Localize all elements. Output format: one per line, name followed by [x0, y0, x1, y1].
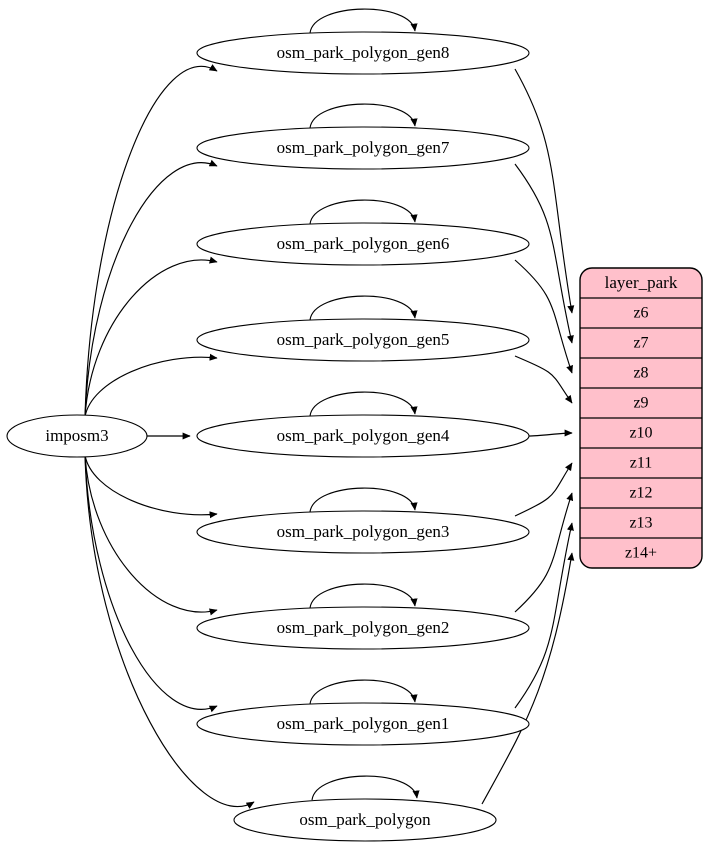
node-osm_park_polygon_gen8[interactable]	[196, 31, 530, 75]
self-loop-edge-osm_park_polygon_gen2	[309, 583, 418, 609]
edge-imposm3-to-osm_park_polygon_gen7	[84, 159, 218, 418]
edges-to-layer-table-group	[481, 68, 575, 805]
node-label-osm_park_polygon_gen4: osm_park_polygon_gen4	[277, 426, 450, 445]
edge-osm_park_polygon_gen8-to-z6	[514, 68, 575, 314]
edge-osm_park_polygon_gen3-to-z11	[514, 462, 573, 517]
node-osm_park_polygon_gen7[interactable]	[196, 126, 530, 170]
self-loop-edge-osm_park_polygon_gen4	[309, 391, 418, 417]
edge-osm_park_polygon_gen7-to-z7	[514, 163, 574, 344]
node-label-osm_park_polygon: osm_park_polygon	[299, 810, 431, 829]
layer-table-row-z13[interactable]: z13	[629, 515, 652, 532]
node-label-osm_park_polygon_gen6: osm_park_polygon_gen6	[277, 234, 450, 253]
layer-table-title: layer_park	[605, 273, 678, 292]
layer-table-row-z9[interactable]: z9	[633, 395, 648, 412]
node-osm_park_polygon_gen5[interactable]	[196, 318, 530, 362]
edge-imposm3-to-osm_park_polygon_gen1	[84, 454, 218, 713]
node-label-imposm3: imposm3	[45, 426, 108, 445]
node-label-osm_park_polygon_gen5: osm_park_polygon_gen5	[277, 330, 450, 349]
layer-table-row-z12[interactable]: z12	[629, 485, 652, 502]
node-osm_park_polygon_gen1[interactable]	[196, 702, 530, 746]
self-loop-edge-osm_park_polygon_gen3	[309, 487, 418, 513]
layer-table-row-z8[interactable]: z8	[633, 365, 648, 382]
layer-table-row-z10[interactable]: z10	[629, 425, 652, 442]
self-loop-edge-osm_park_polygon_gen7	[309, 103, 418, 129]
edge-imposm3-to-osm_park_polygon_gen6	[84, 256, 218, 418]
self-loop-edge-osm_park_polygon_gen8	[309, 8, 418, 34]
layer-table-row-z11[interactable]: z11	[630, 455, 653, 472]
node-osm_park_polygon_gen3[interactable]	[196, 510, 530, 554]
edge-osm_park_polygon_gen1-to-z13	[514, 522, 574, 709]
layer-table-group: layer_park z6 z7 z8 z9 z10 z11 z12 z13 z14+	[579, 267, 703, 569]
node-osm_park_polygon_gen4[interactable]	[196, 414, 530, 458]
edge-osm_park_polygon_gen6-to-z8	[514, 259, 573, 374]
edge-osm_park_polygon_gen4-to-z10	[528, 429, 573, 437]
node-imposm3[interactable]	[6, 414, 148, 458]
node-osm_park_polygon[interactable]	[233, 798, 497, 842]
self-loop-edge-osm_park_polygon	[311, 775, 420, 801]
node-label-osm_park_polygon_gen8: osm_park_polygon_gen8	[277, 43, 450, 62]
edges-from-source-group	[84, 64, 255, 809]
layer-table-row-z6[interactable]: z6	[633, 305, 648, 322]
node-label-osm_park_polygon_gen1: osm_park_polygon_gen1	[277, 714, 450, 733]
node-label-osm_park_polygon_gen7: osm_park_polygon_gen7	[277, 138, 450, 157]
layer-table-row-z7[interactable]: z7	[633, 335, 648, 352]
edge-imposm3-to-osm_park_polygon_gen5	[84, 353, 218, 418]
self-loop-edges-group	[309, 8, 420, 801]
node-label-osm_park_polygon_gen3: osm_park_polygon_gen3	[277, 522, 450, 541]
node-osm_park_polygon_gen6[interactable]	[196, 222, 530, 266]
edge-imposm3-to-osm_park_polygon_gen2	[84, 454, 218, 616]
self-loop-edge-osm_park_polygon_gen6	[309, 199, 418, 225]
edge-imposm3-to-osm_park_polygon_gen3	[84, 454, 218, 519]
nodes-group: imposm3 osm_park_polygon_gen8 osm_park_pol…	[6, 31, 530, 842]
self-loop-edge-osm_park_polygon_gen5	[309, 295, 418, 321]
layer-table-row-z14plus[interactable]: z14+	[625, 545, 657, 562]
edge-imposm3-to-osm_park_polygon_gen8	[84, 64, 218, 418]
edge-osm_park_polygon-to-z14plus	[481, 552, 575, 805]
self-loop-edge-osm_park_polygon_gen1	[309, 679, 418, 705]
node-osm_park_polygon_gen2[interactable]	[196, 606, 530, 650]
edge-osm_park_polygon_gen5-to-z9	[514, 355, 573, 404]
edge-imposm3-to-osm_park_polygon	[84, 454, 255, 809]
node-label-osm_park_polygon_gen2: osm_park_polygon_gen2	[277, 618, 450, 637]
edge-osm_park_polygon_gen2-to-z12	[514, 492, 574, 613]
